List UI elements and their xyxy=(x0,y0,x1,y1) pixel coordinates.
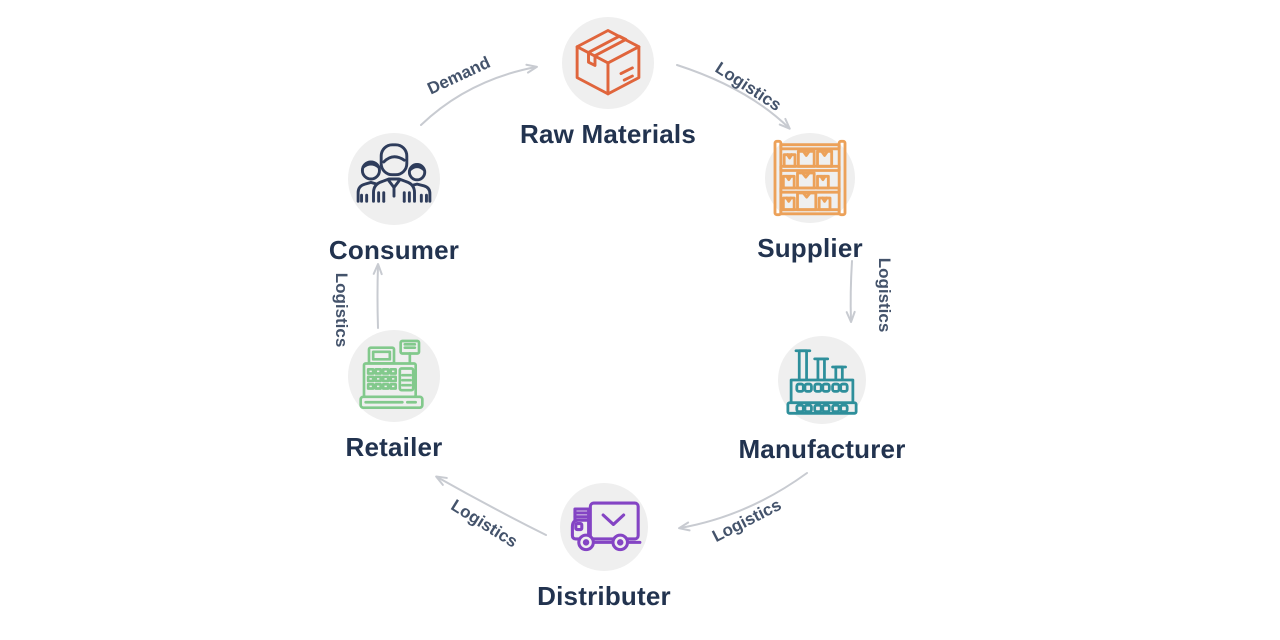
shelf-rack-icon xyxy=(770,138,850,218)
arrow-distributer-to-retailer xyxy=(435,475,547,536)
arrow-raw-materials-to-supplier xyxy=(676,64,791,130)
node-label-distributer: Distributer xyxy=(537,581,671,611)
node-label-raw-materials: Raw Materials xyxy=(519,119,696,149)
node-label-consumer: Consumer xyxy=(328,235,460,265)
node-circle xyxy=(562,17,654,109)
node-label-supplier: Supplier xyxy=(757,233,863,263)
factory-icon xyxy=(783,341,861,419)
node-circle xyxy=(348,330,440,422)
box-icon xyxy=(569,24,647,102)
node-circle xyxy=(765,133,855,223)
node-manufacturer: Manufacturer xyxy=(712,336,932,465)
node-label-retailer: Retailer xyxy=(345,432,443,462)
cash-register-icon xyxy=(354,336,434,416)
arrow-supplier-to-manufacturer xyxy=(845,260,856,323)
node-distributer: Distributer xyxy=(494,483,714,612)
node-circle xyxy=(560,483,648,571)
arrow-consumer-to-raw-materials xyxy=(420,63,538,126)
node-consumer: Consumer xyxy=(284,133,504,266)
arrow-retailer-to-consumer xyxy=(372,263,383,329)
node-retailer: Retailer xyxy=(284,330,504,463)
node-supplier: Supplier xyxy=(700,133,920,264)
edge-label-logistics-supplier-manufacturer: Logistics xyxy=(875,257,894,333)
node-label-manufacturer: Manufacturer xyxy=(738,434,906,464)
arrow-manufacturer-to-distributer xyxy=(678,472,808,532)
people-group-icon xyxy=(353,138,435,220)
node-circle xyxy=(778,336,866,424)
node-raw-materials: Raw Materials xyxy=(498,17,718,150)
node-circle xyxy=(348,133,440,225)
delivery-truck-icon xyxy=(563,486,645,568)
